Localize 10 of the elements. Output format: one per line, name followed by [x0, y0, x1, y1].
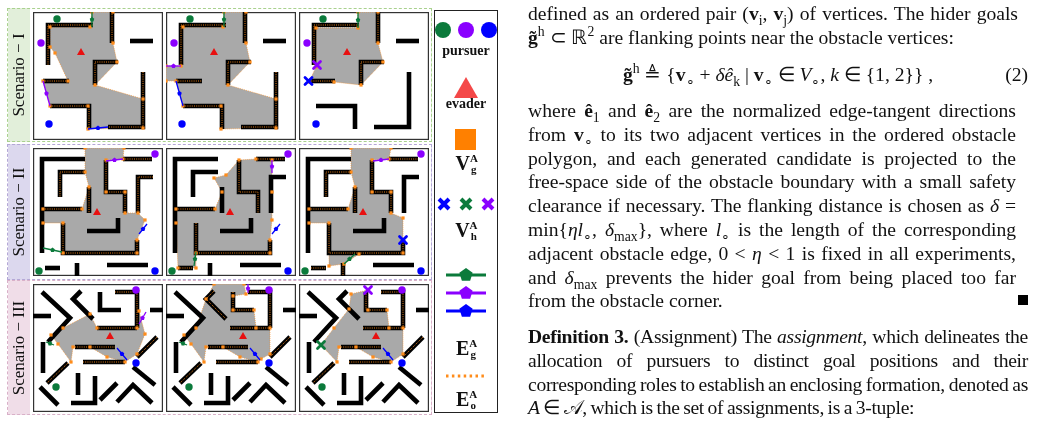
legend-label: pursuer — [442, 44, 490, 58]
paragraph: defined as an ordered pair (v$_{i}$, v$_{j}$) of vertices. The hider goals g̃$^{h}$ ⊂ ℝ$^{2}$ are flanking points near the obstacle vertices: — [528, 2, 1018, 50]
paragraph: where ê$_{1}$ and ê$_{2}$ are the normalized edge-tangent directions from v$_{∘}$ to its two adjacent vertices in the ordered obstacle polygon, and each generated candidate is projected to the free-space side of the obstacle boundary with a small safety clearance if necessary. The flanking distance is chosen as δ = min{ηl$_{∘}$, δ$_{max}$}, where l$_{∘}$ is the length of the corresponding adjacent obstacle edge, 0 < η < 1 is fixed in all experiments, and δ$_{max}$ prevents the hider goal from being placed too far from the obstacle corner. — [528, 99, 1016, 314]
equation: g̃$^{h}$ ≜ {v$_{∘}$ + δê$_{k}$ | v$_{∘}$ ∈ V$_{∘}$, k ∈ {1, 2}} , — [622, 63, 934, 87]
equation-number: (2) — [1005, 63, 1028, 87]
scenario-label: Scenario − I — [9, 33, 28, 117]
legend-label: evader — [445, 97, 487, 111]
scenario-label: Scenario − III — [9, 300, 28, 395]
scenario-label: Scenario − II — [9, 167, 28, 257]
paragraph: Definition 3. (Assignment) The assignment, which delineates the allocation of pursuers to distinct goal positions and their corresponding roles to establish an enclosing formation, denoted as A ∈ 𝒜, which is the set of assignments, is a 3-tuple: — [528, 325, 1028, 421]
